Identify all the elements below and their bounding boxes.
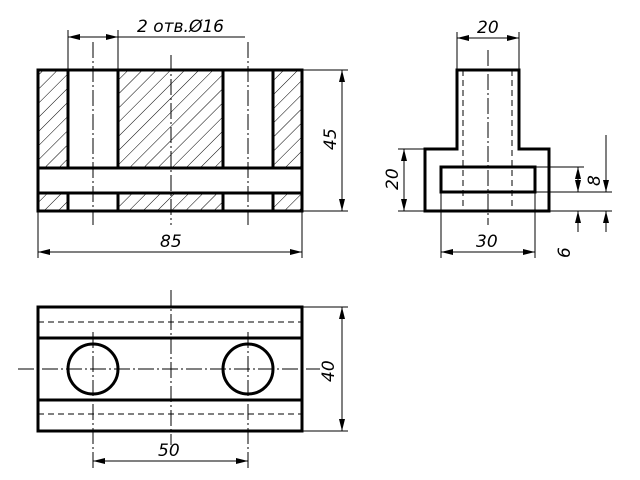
slot-bottom-6-label: 6 [555,247,575,258]
slot30-arrow-right [523,249,535,255]
front-view-section: 2 отв.Ø16 85 45 [36,17,348,258]
slot-height-8-label: 8 [585,175,605,186]
top20-arrow-left [457,35,469,41]
width-85-label: 85 [160,232,182,252]
holes-note: 2 отв.Ø16 [137,17,224,37]
width85-arrow-right [290,249,302,255]
h20-arrow-top [401,149,407,161]
slot-width-30-label: 30 [476,232,498,252]
top20-arrow-right [507,35,519,41]
holes-dim-arrow-left [68,34,80,40]
top-view: 40 50 [18,290,348,470]
bottom6-arrow-bottom [603,211,609,223]
hatch-region-left [38,70,68,168]
spacing50-arrow-left [93,458,105,464]
h40-arrow-bottom [339,419,345,431]
width85-arrow-left [38,249,50,255]
h40-arrow-top [339,307,345,319]
bottom6-leader-arrow [575,211,581,223]
height45-arrow-top [339,70,345,82]
hole-spacing-50-label: 50 [158,441,180,461]
height-20-label: 20 [383,168,403,190]
side-view: 20 20 8 6 30 [383,18,612,258]
side-view-outline [423,68,551,213]
hatch-region-bottom-left [38,193,68,211]
h20-arrow-bottom [401,199,407,211]
hatch-region-bottom-right [273,193,302,211]
top-width-20-label: 20 [477,18,499,38]
hatch-region-right [273,70,302,168]
height-40-label: 40 [319,360,339,382]
height45-arrow-bottom [339,199,345,211]
holes-dim-arrow-right [106,34,118,40]
bottom6-arrow-top [603,180,609,192]
front-view-outline [36,68,304,213]
height-45-label: 45 [321,128,341,150]
slot8-arrow-bottom [575,180,581,192]
slot8-arrow-top [575,167,581,179]
slot30-arrow-left [441,249,453,255]
spacing50-arrow-right [236,458,248,464]
